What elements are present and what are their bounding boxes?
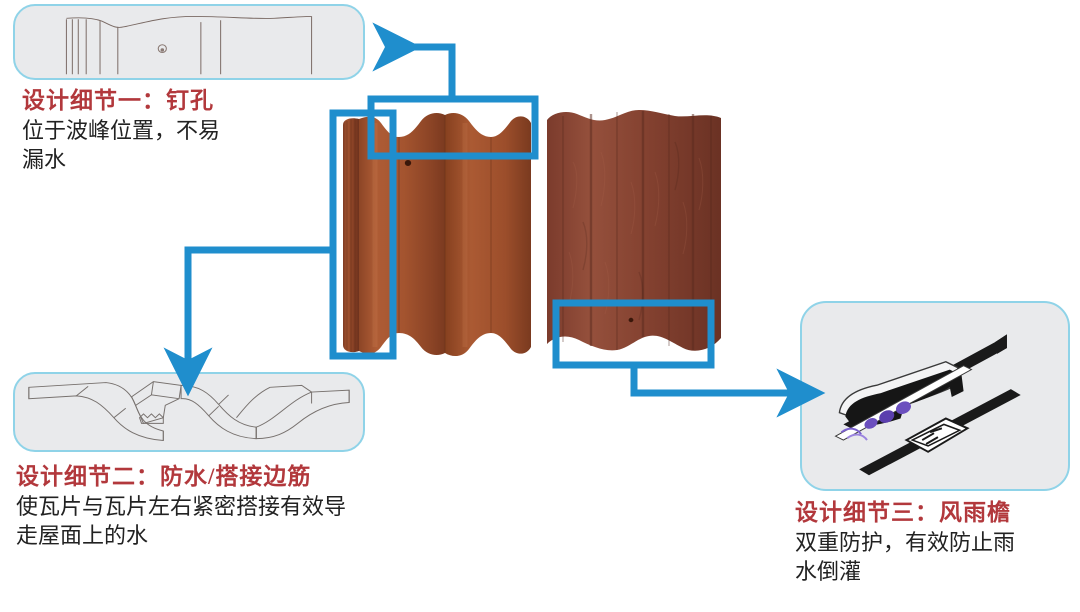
callout-3-body-line-1: 双重防护，有效防止雨 <box>795 530 1016 555</box>
tile-photo-front <box>337 103 537 365</box>
nail-hole <box>404 160 412 166</box>
section-label-plate <box>904 417 970 453</box>
callout-3-title: 设计细节三：风雨檐 <box>795 500 1011 525</box>
callout-1-title: 设计细节一：钉孔 <box>22 88 214 113</box>
callout-3-body-line-2: 水倒灌 <box>795 559 862 584</box>
callout-2-body-line-2: 走屋面上的水 <box>16 523 149 548</box>
tile-interlock-side-rib-drawing <box>28 381 350 442</box>
callout-1-text: 设计细节一：钉孔 位于波峰位置，不易 漏水 <box>22 86 352 174</box>
callout-1-body-line-2: 漏水 <box>22 147 67 172</box>
callout-1-diagram-panel <box>13 4 365 80</box>
callout-3-text: 设计细节三：风雨檐 双重防护，有效防止雨 水倒灌 <box>795 498 1080 586</box>
callout-2-title: 设计细节二：防水/搭接边筋 <box>16 464 312 489</box>
leader-to-callout-1 <box>372 22 456 99</box>
water-droplets <box>840 401 911 441</box>
storm-eave-cross-section-drawing <box>834 334 1021 476</box>
callout-2-diagram-panel <box>13 372 365 452</box>
callout-3-diagram-panel <box>800 301 1070 491</box>
leader-to-callout-3 <box>630 365 826 418</box>
callout-2-body-line-1: 使瓦片与瓦片左右紧密搭接有效导 <box>16 494 347 519</box>
callout-2-text: 设计细节二：防水/搭接边筋 使瓦片与瓦片左右紧密搭接有效导 走屋面上的水 <box>16 462 446 550</box>
tile-photo-back <box>543 102 728 364</box>
nail-hole-marker <box>157 44 167 54</box>
back-nail-hole <box>628 317 634 323</box>
tile-profile-nail-hole-drawing <box>65 15 313 75</box>
leader-to-callout-2 <box>163 246 333 397</box>
callout-1-body-line-1: 位于波峰位置，不易 <box>22 118 221 143</box>
